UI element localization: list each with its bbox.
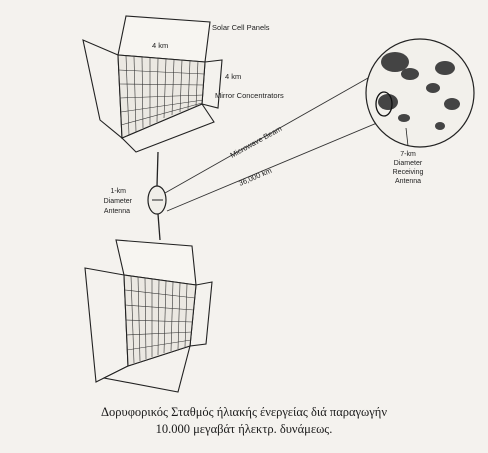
- microwave-beam: [164, 77, 385, 212]
- earth-circle: [365, 38, 475, 148]
- label-panel-height: 4 km: [225, 72, 241, 81]
- label-transmit-antenna: 1-km Diameter Antenna: [104, 188, 133, 215]
- label-receive-antenna: 7-km Diameter Receiving Antenna: [393, 151, 424, 185]
- transmit-antenna-line3: Antenna: [104, 208, 130, 215]
- receive-antenna-line1: 7-km: [400, 151, 416, 158]
- upper-top-mirror: [117, 15, 211, 63]
- receive-antenna-site: [375, 91, 393, 117]
- receive-antenna-line3: Receiving: [393, 169, 424, 176]
- receive-antenna-line4: Antenna: [395, 178, 421, 185]
- receive-antenna-earth: [365, 38, 475, 148]
- lower-solar-array: [84, 239, 213, 393]
- caption-line-2: 10.000 μεγαβάτ ήλεκτρ. δυνάμεως.: [155, 422, 333, 436]
- figure-caption: Δορυφορικός Σταθμός ήλιακής ένεργείας δι…: [0, 404, 488, 438]
- caption-line-1: Δορυφορικός Σταθμός ήλιακής ένεργείας δι…: [100, 405, 387, 419]
- label-distance: 36,000 km: [237, 166, 273, 188]
- transmit-antenna: [147, 185, 167, 215]
- upper-solar-array: [82, 15, 223, 153]
- upper-left-mirror: [82, 39, 123, 140]
- label-solar-cell-panels: Solar Cell Panels: [212, 23, 270, 32]
- solar-power-satellite-diagram: Solar Cell Panels 4 km 4 km Mirror Conce…: [82, 15, 475, 393]
- transmit-antenna-line2: Diameter: [104, 198, 133, 205]
- label-microwave-beam: Microwave Beam: [229, 124, 284, 160]
- label-panel-width: 4 km: [152, 41, 168, 50]
- mast: [156, 151, 161, 241]
- lower-left-mirror: [84, 267, 129, 383]
- label-mirror-concentrators: Mirror Concentrators: [215, 91, 284, 100]
- upper-panel-cells: [118, 55, 205, 136]
- transmit-antenna-line1: 1-km: [110, 188, 126, 195]
- land-mass: [378, 52, 460, 130]
- lower-panel-cells: [124, 275, 196, 364]
- receive-antenna-line2: Diameter: [394, 160, 423, 167]
